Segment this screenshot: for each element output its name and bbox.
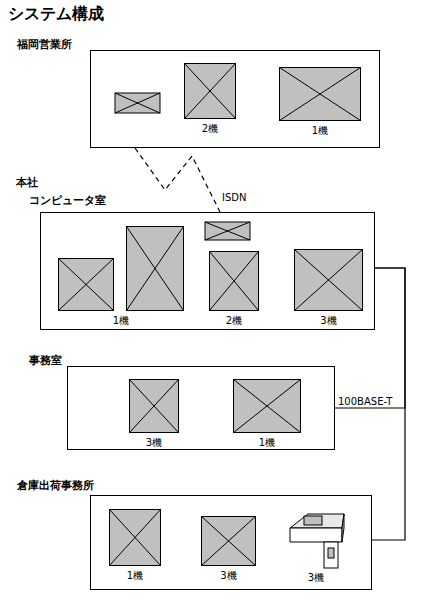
machine-graphic	[129, 379, 179, 433]
room-box: 倉庫出荷事務所1機3機3機	[90, 495, 372, 590]
isdn-router	[205, 222, 250, 240]
unit-count: 3機	[274, 314, 383, 328]
unit-count: 2機	[164, 122, 256, 136]
unit-count: 2機	[189, 314, 279, 328]
machine-symbol	[130, 380, 179, 433]
machine-symbol	[234, 380, 301, 433]
room-heading: 倉庫出荷事務所	[17, 478, 94, 493]
room-heading: 事務室	[29, 353, 62, 368]
machine-graphic	[294, 249, 363, 311]
machine-symbol	[202, 517, 256, 566]
machine-symbol	[59, 259, 114, 311]
machine-graphic	[109, 509, 161, 566]
machine-symbol	[280, 68, 361, 121]
isdn-router	[115, 93, 160, 113]
room-box: コンピュータ室1機2機3機	[40, 212, 375, 330]
connector-label: 100BASE-T	[338, 396, 392, 407]
room-box: 福岡営業所2機1機	[90, 50, 380, 148]
machine-symbol	[127, 227, 184, 311]
machine-symbol	[295, 250, 363, 311]
machine-graphic	[201, 516, 256, 566]
machine-graphic	[209, 251, 259, 311]
machine-node: 3機	[129, 379, 179, 433]
machine-node: 1機	[109, 509, 161, 566]
connector-label: ISDN	[222, 192, 246, 203]
room-heading: コンピュータ室	[29, 193, 106, 208]
machine-graphic	[58, 226, 184, 311]
unit-count: 3機	[181, 569, 276, 583]
machine-symbol	[185, 64, 236, 119]
unit-count: 1機	[213, 436, 321, 450]
unit-count: 3機	[109, 436, 199, 450]
room-box: 事務室3機1機	[67, 366, 335, 450]
machine-node: 1機	[58, 226, 184, 311]
machine-graphic	[286, 506, 346, 568]
machine-symbol	[210, 252, 259, 311]
machine-node: 2機	[209, 251, 259, 311]
unit-count: 1機	[38, 314, 204, 328]
machine-node: 3機	[294, 249, 363, 311]
unit-count: 1機	[89, 569, 181, 583]
room-heading: 福岡営業所	[17, 37, 72, 52]
machine-node: 1機	[233, 379, 301, 433]
machine-graphic	[233, 379, 301, 433]
site-label: 本社	[16, 175, 38, 190]
machine-node: 1機	[279, 67, 361, 121]
diagram-title: システム構成	[8, 4, 104, 25]
machine-graphic	[184, 63, 236, 119]
printer-symbol	[290, 514, 344, 568]
printer-node: 3機	[286, 506, 346, 568]
unit-count: 1機	[259, 124, 381, 138]
machine-node: 3機	[201, 516, 256, 566]
machine-node: 2機	[184, 63, 236, 119]
unit-count: 3機	[266, 571, 366, 585]
machine-graphic	[279, 67, 361, 121]
machine-symbol	[110, 510, 161, 566]
isdn-line	[135, 148, 220, 212]
